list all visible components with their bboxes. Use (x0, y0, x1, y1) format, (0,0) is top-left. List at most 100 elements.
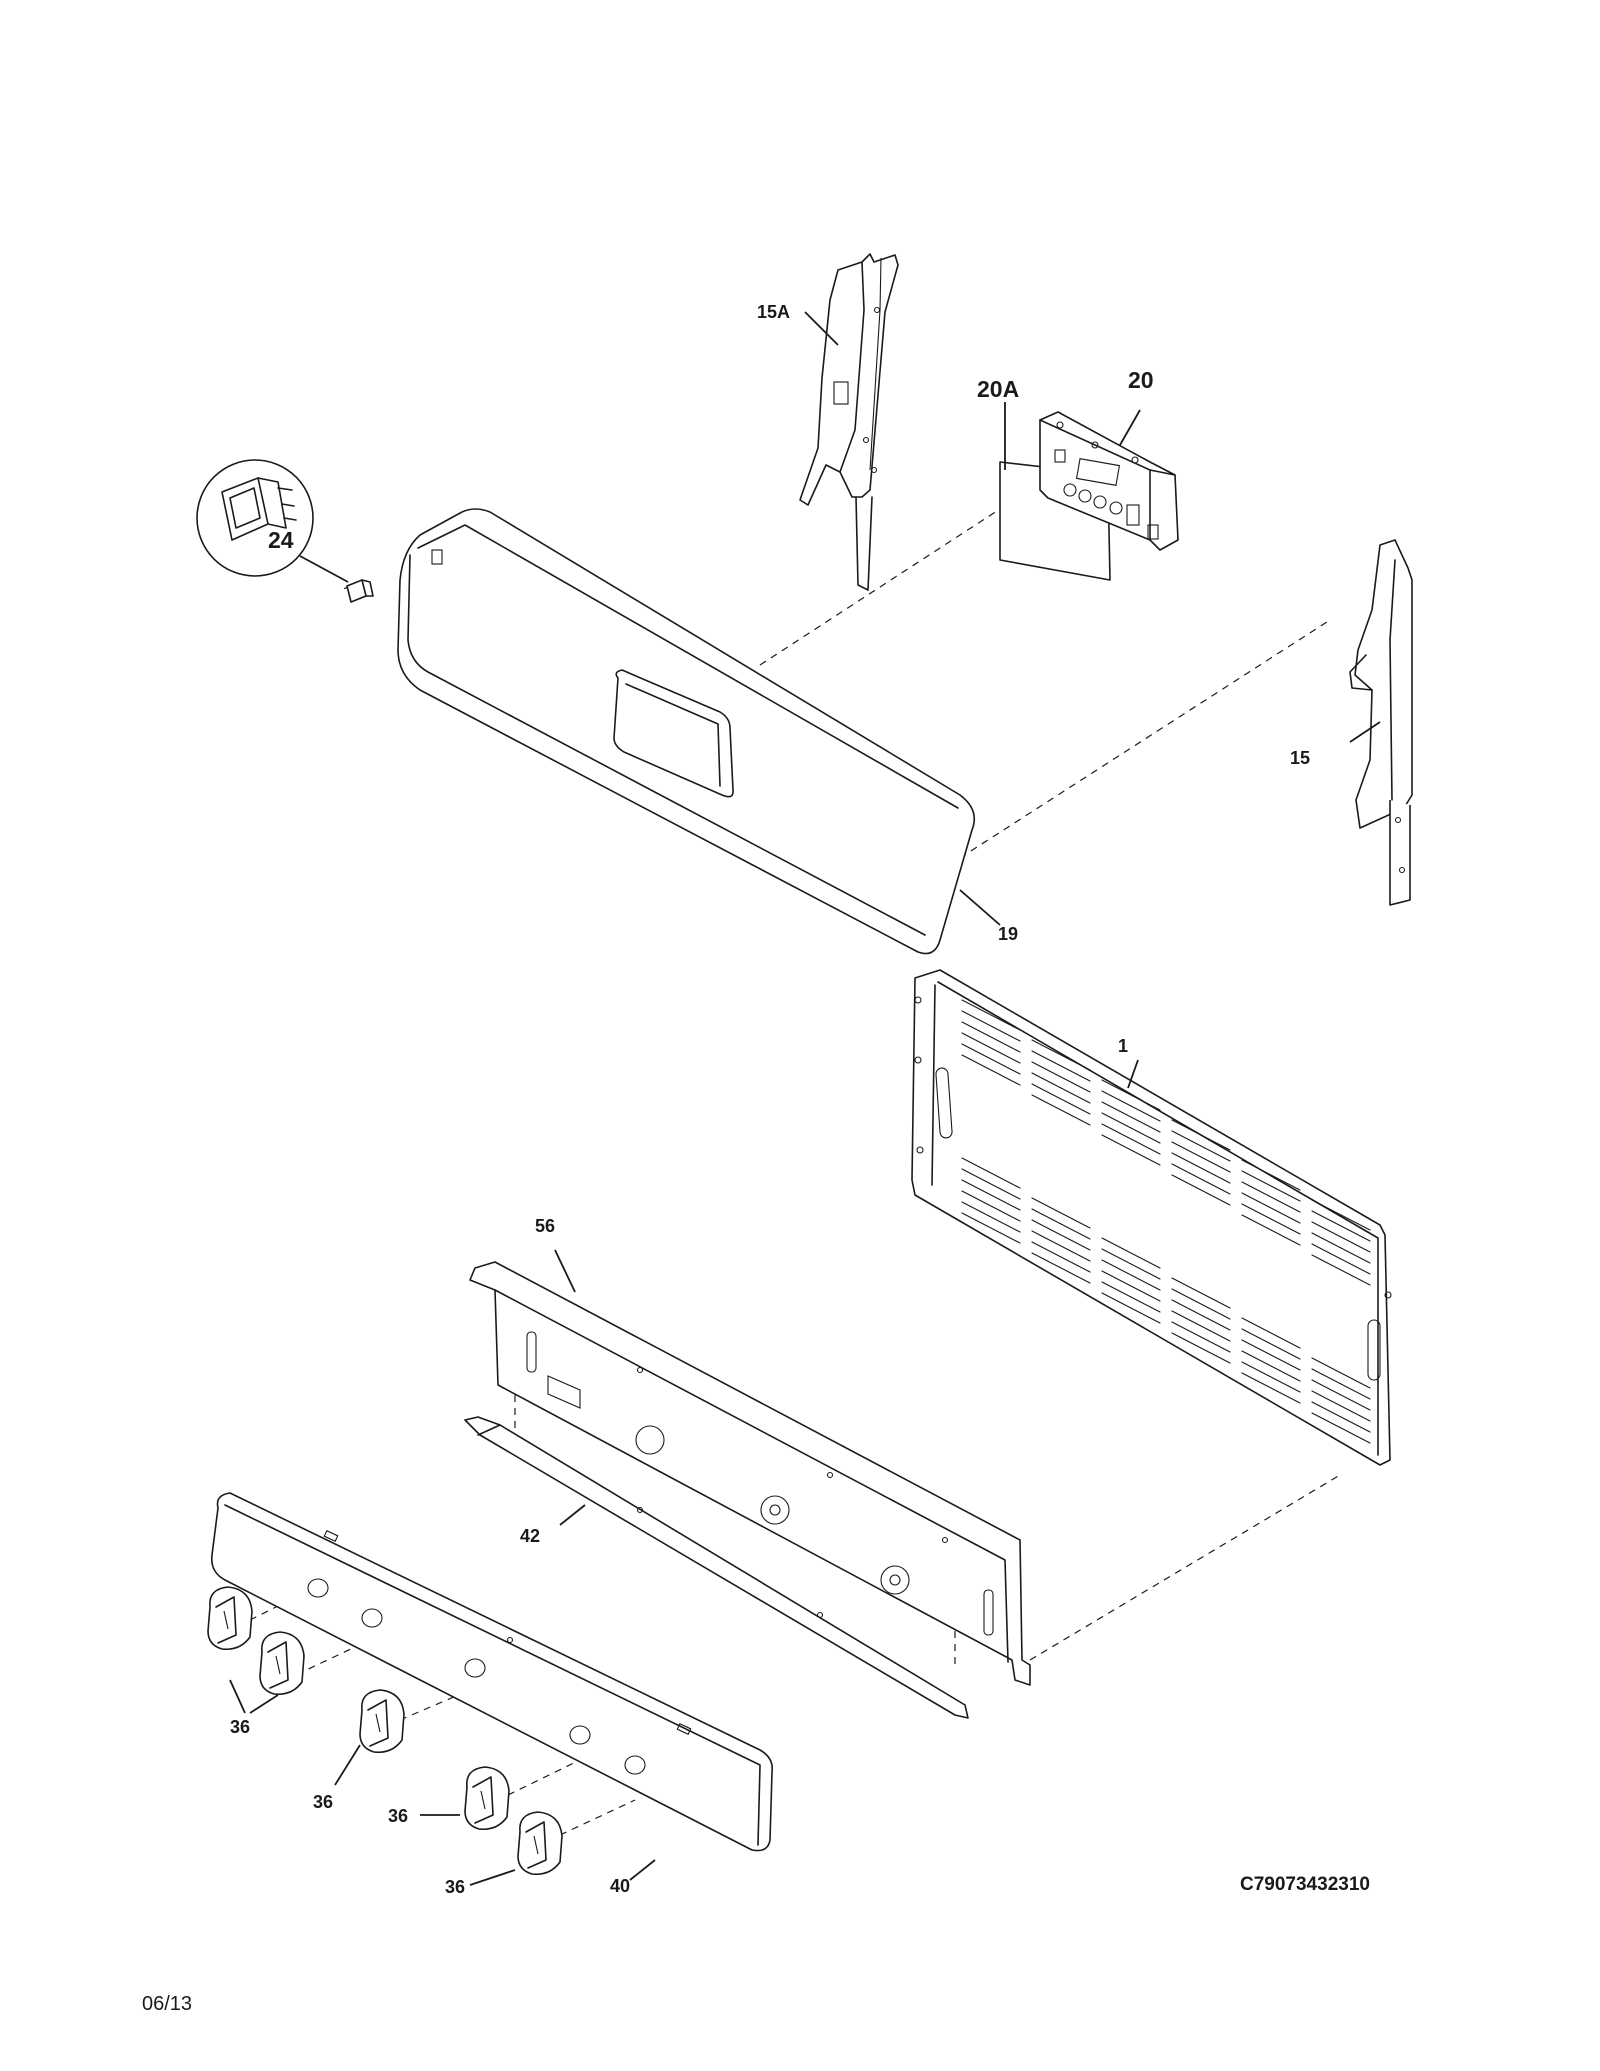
callout-20a: 20A (977, 376, 1019, 402)
part-40-lower-panel (210, 1492, 774, 1852)
vent-slot (1101, 1237, 1161, 1269)
vent-slot (961, 1032, 1021, 1064)
vent-slot (1241, 1181, 1301, 1213)
vent-slot (961, 1157, 1021, 1189)
vent-slot (1101, 1248, 1161, 1280)
revision-date: 06/13 (142, 1993, 192, 2015)
part-36-knobs (207, 1586, 563, 1876)
control-knob (464, 1766, 510, 1831)
vent-slot (1171, 1310, 1231, 1342)
vent-slot (1241, 1317, 1301, 1349)
control-knob (207, 1586, 253, 1651)
callout-36-b: 36 (313, 1792, 333, 1812)
vent-slot (961, 1043, 1021, 1075)
vent-slot (961, 1054, 1021, 1086)
callout-56: 56 (535, 1216, 555, 1236)
vent-slot (1311, 1390, 1371, 1422)
vent-slot (1031, 1083, 1091, 1115)
callout-36-c: 36 (388, 1806, 408, 1826)
vent-slot (1031, 1094, 1091, 1126)
vent-slot (1031, 1039, 1091, 1071)
vent-slot (1031, 1219, 1091, 1251)
callout-15: 15 (1290, 748, 1310, 768)
part-15a-left-bracket (799, 253, 899, 591)
control-knob (517, 1811, 563, 1876)
drawing-code: C79073432310 (1240, 1874, 1370, 1895)
vent-slot (1311, 1243, 1371, 1275)
vent-slot (1031, 1241, 1091, 1273)
callout-36-d: 36 (445, 1877, 465, 1897)
vent-slot (1311, 1379, 1371, 1411)
vent-slot (1241, 1350, 1301, 1382)
vent-slot (1171, 1130, 1231, 1162)
vent-slot (1101, 1090, 1161, 1122)
vent-slot (1101, 1079, 1161, 1111)
part-20-control-board (1039, 411, 1179, 551)
vent-slot (1241, 1339, 1301, 1371)
vent-slot (1031, 1197, 1091, 1229)
part-24-switch (196, 459, 374, 603)
vent-slot (1311, 1368, 1371, 1400)
vent-slot (1171, 1332, 1231, 1364)
vent-slot (1241, 1361, 1301, 1393)
leader-lines (229, 311, 1381, 1886)
part-15-right-bracket (1349, 539, 1413, 906)
vent-slot (1031, 1230, 1091, 1262)
vent-slot (1241, 1192, 1301, 1224)
vent-slot (1101, 1101, 1161, 1133)
callout-19: 19 (998, 924, 1018, 944)
vent-slot (1171, 1141, 1231, 1173)
vent-slot (1171, 1174, 1231, 1206)
callout-1: 1 (1118, 1036, 1128, 1056)
callout-42: 42 (520, 1526, 540, 1546)
vent-slot (1031, 1072, 1091, 1104)
vent-slot (961, 1168, 1021, 1200)
vent-slot (1241, 1328, 1301, 1360)
part-1-rear-panel (911, 969, 1392, 1466)
vent-slot (1311, 1199, 1371, 1231)
callout-labels: 15A 20A 20 24 15 19 1 56 42 36 36 36 36 … (230, 302, 1310, 1897)
vent-slot (961, 1010, 1021, 1042)
vent-slot (1241, 1170, 1301, 1202)
control-knob (359, 1689, 405, 1754)
vent-slot (1241, 1372, 1301, 1404)
callout-15a: 15A (757, 302, 790, 322)
vent-slot (1101, 1123, 1161, 1155)
vent-slot (1031, 1061, 1091, 1093)
vent-slot (1311, 1401, 1371, 1433)
vent-slot (1311, 1221, 1371, 1253)
vent-slot (1031, 1208, 1091, 1240)
callout-40: 40 (610, 1876, 630, 1896)
vent-slot (1171, 1288, 1231, 1320)
vent-slot (961, 1212, 1021, 1244)
vent-slot (1311, 1232, 1371, 1264)
callout-24: 24 (268, 527, 294, 553)
vent-slot (1171, 1163, 1231, 1195)
vent-slot (961, 999, 1021, 1031)
callout-36-a: 36 (230, 1717, 250, 1737)
vent-slot (1311, 1412, 1371, 1444)
vent-slot (1171, 1152, 1231, 1184)
vent-slot (1101, 1112, 1161, 1144)
vent-slot (961, 1201, 1021, 1233)
vent-slot (1031, 1050, 1091, 1082)
vent-slot (1171, 1119, 1231, 1151)
vent-slot (1311, 1254, 1371, 1286)
part-42-cover-strip (464, 1416, 969, 1719)
vent-slot (961, 1190, 1021, 1222)
vent-slot (1101, 1281, 1161, 1313)
vent-slot (1101, 1270, 1161, 1302)
vent-slot (1241, 1214, 1301, 1246)
control-knob (259, 1631, 305, 1696)
vent-slot (961, 1021, 1021, 1053)
vent-slot (1171, 1299, 1231, 1331)
vent-slot (1031, 1252, 1091, 1284)
vent-slot (1171, 1321, 1231, 1353)
vent-slot (961, 1179, 1021, 1211)
vent-slot (1311, 1210, 1371, 1242)
callout-20: 20 (1128, 367, 1154, 393)
part-56-manifold-panel (469, 1261, 1031, 1686)
vent-slot (1101, 1259, 1161, 1291)
